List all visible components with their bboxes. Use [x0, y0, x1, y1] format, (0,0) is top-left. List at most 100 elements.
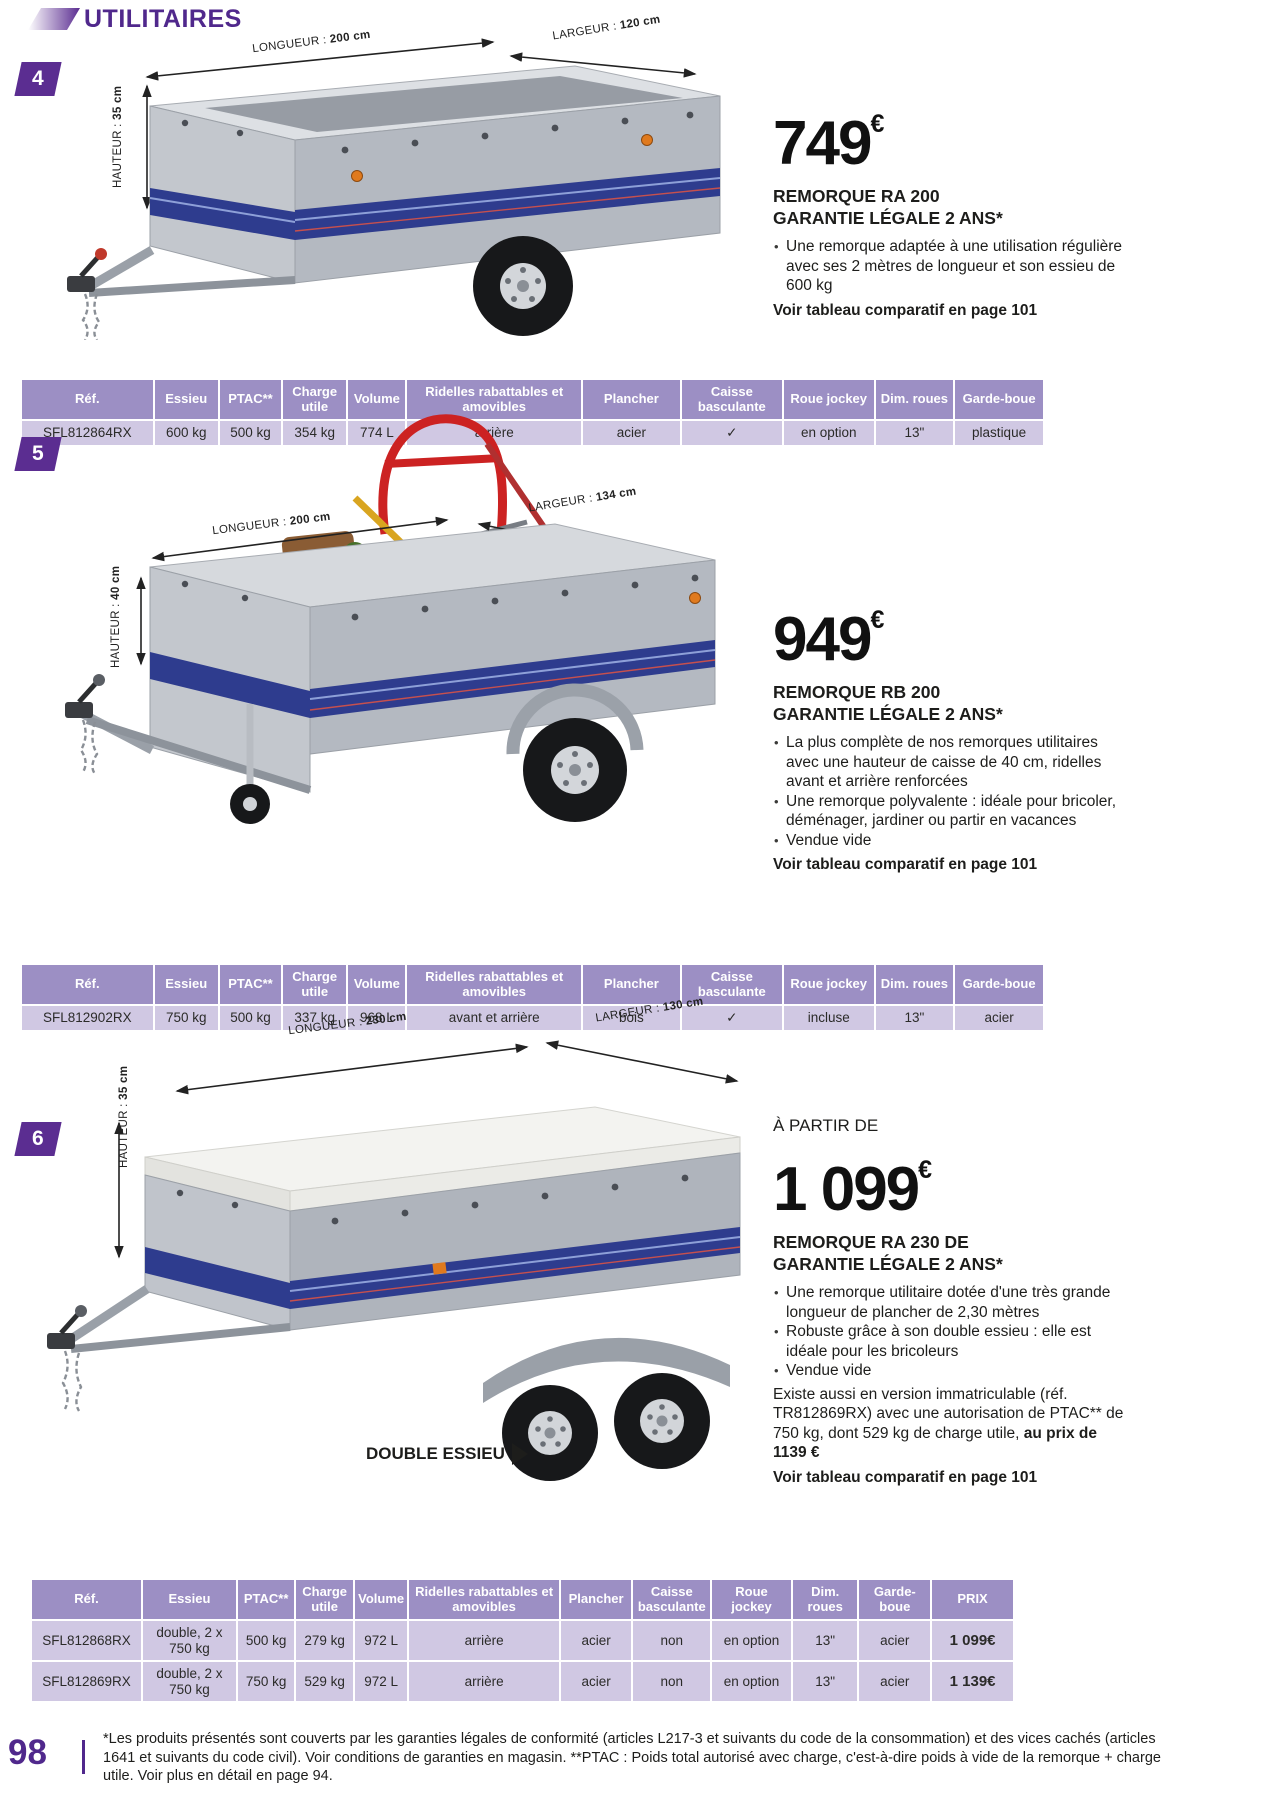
table-cell: 529 kg — [296, 1662, 353, 1701]
table-cell: 13" — [875, 1006, 954, 1030]
table-cell: 968 L — [348, 1006, 406, 1030]
page-title: UTILITAIRES — [84, 5, 242, 33]
table-cell: 500 kg — [219, 1006, 282, 1030]
price-cell: 1 139€ — [932, 1662, 1013, 1701]
column-header: PRIX — [932, 1580, 1013, 1619]
price-value: 749 — [773, 109, 872, 178]
table-cell: arrière — [409, 1662, 559, 1701]
column-header: Caisse basculante — [681, 380, 782, 419]
table-cell: avant et arrière — [407, 1006, 581, 1030]
table-cell: 500 kg — [237, 1621, 295, 1660]
euro-sign: € — [870, 110, 885, 138]
warranty-line: GARANTIE LÉGALE 2 ANS* — [773, 207, 1003, 228]
price-value: 949 — [773, 605, 872, 674]
table-cell: acier — [859, 1621, 931, 1660]
column-header: Charge utile — [296, 1580, 353, 1619]
table-header-row: Réf. Essieu PTAC** Charge utile Volume R… — [22, 380, 1043, 419]
table-cell: bois — [582, 1006, 680, 1030]
table-cell: 500 kg — [219, 421, 282, 445]
table-row: SFL812864RX 600 kg 500 kg 354 kg 774 L a… — [22, 421, 1043, 445]
table-header-row: Réf. Essieu PTAC** Charge utile Volume R… — [32, 1580, 1013, 1619]
bullet: Vendue vide — [773, 1361, 1125, 1381]
price-cell: 1 099€ — [932, 1621, 1013, 1660]
euro-sign: € — [870, 606, 885, 634]
column-header: Charge utile — [283, 380, 347, 419]
bullet-list: Une remorque utilitaire dotée d'une très… — [773, 1283, 1125, 1381]
spec-table: Réf. Essieu PTAC** Charge utile Volume R… — [20, 963, 1045, 1032]
page-number-divider — [82, 1740, 85, 1774]
column-header: Volume — [348, 965, 406, 1004]
column-header: PTAC** — [237, 1580, 295, 1619]
column-header: Volume — [348, 380, 406, 419]
warranty-line: GARANTIE LÉGALE 2 ANS* — [773, 1253, 1003, 1274]
product-name-line: REMORQUE RB 200 — [773, 682, 941, 702]
badge-number: 4 — [32, 67, 44, 90]
dim-label: HAUTEUR : — [112, 119, 124, 188]
table-cell: 354 kg — [283, 421, 347, 445]
column-header: Caisse basculante — [633, 1580, 711, 1619]
table-header-row: Réf. Essieu PTAC** Charge utile Volume R… — [22, 965, 1043, 1004]
product-info-ra200: 749€ REMORQUE RA 200 GARANTIE LÉGALE 2 A… — [773, 92, 1125, 320]
spec-table: Réf. Essieu PTAC** Charge utile Volume R… — [30, 1578, 1015, 1703]
price: 749€ — [773, 92, 1125, 176]
dim-value: 40 cm — [110, 565, 122, 600]
badge-number: 5 — [32, 442, 44, 465]
variant-note: Existe aussi en version immatriculable (… — [773, 1385, 1125, 1463]
table-cell: en option — [712, 1662, 791, 1701]
column-header: Roue jockey — [783, 965, 874, 1004]
column-header: Caisse basculante — [681, 965, 782, 1004]
compare-link: Voir tableau comparatif en page 101 — [773, 301, 1038, 319]
spec-table-rb200: Réf. Essieu PTAC** Charge utile Volume R… — [20, 963, 1045, 1032]
price: 949€ — [773, 588, 1125, 672]
table-cell: 774 L — [348, 421, 406, 445]
table-cell: acier — [955, 1006, 1043, 1030]
product-info-ra230: À PARTIR DE 1 099€ REMORQUE RA 230 DE GA… — [773, 1116, 1125, 1487]
compare-link: Voir tableau comparatif en page 101 — [773, 1468, 1038, 1486]
table-cell: double, 2 x 750 kg — [143, 1621, 236, 1660]
page-number: 98 — [8, 1733, 47, 1772]
legal-footnote: *Les produits présentés sont couverts pa… — [103, 1731, 1161, 1784]
column-header: PTAC** — [219, 380, 282, 419]
variant-note-text: Existe aussi en version immatriculable (… — [773, 1385, 1124, 1442]
dim-label: HAUTEUR : — [110, 599, 122, 668]
trailer-photo-ra200 — [67, 38, 721, 340]
table-cell: 13" — [792, 1621, 858, 1660]
table-cell: 337 kg — [283, 1006, 347, 1030]
title-swoosh-icon — [28, 8, 80, 30]
dim-hauteur: HAUTEUR : 35 cm — [112, 86, 124, 188]
bullet: Une remorque polyvalente : idéale pour b… — [773, 792, 1125, 831]
variant-note-price: au prix de 1139 € — [773, 1424, 1097, 1462]
spec-table-ra230: Réf. Essieu PTAC** Charge utile Volume R… — [30, 1578, 1015, 1703]
table-cell: 972 L — [354, 1621, 408, 1660]
column-header: Essieu — [154, 965, 218, 1004]
column-header: Plancher — [582, 380, 680, 419]
column-header: Plancher — [560, 1580, 632, 1619]
bullet: Robuste grâce à son double essieu : elle… — [773, 1322, 1125, 1361]
column-header: Essieu — [143, 1580, 236, 1619]
column-header: Dim. roues — [875, 380, 954, 419]
table-cell: plastique — [955, 421, 1043, 445]
spec-table-ra200: Réf. Essieu PTAC** Charge utile Volume R… — [20, 378, 1045, 447]
column-header: Garde-boue — [859, 1580, 931, 1619]
bullet-list: Une remorque adaptée à une utilisation r… — [773, 237, 1125, 296]
spec-table: Réf. Essieu PTAC** Charge utile Volume R… — [20, 378, 1045, 447]
product-name-line: REMORQUE RA 200 — [773, 186, 940, 206]
table-cell: 750 kg — [237, 1662, 295, 1701]
table-cell: en option — [783, 421, 874, 445]
bullet: Une remorque adaptée à une utilisation r… — [773, 237, 1125, 296]
column-header: Ridelles rabattables et amovibles — [407, 380, 581, 419]
column-header: Garde-boue — [955, 965, 1043, 1004]
table-cell: 600 kg — [154, 421, 218, 445]
table-cell: 13" — [792, 1662, 858, 1701]
product-name: REMORQUE RA 200 GARANTIE LÉGALE 2 ANS* — [773, 186, 1125, 229]
table-cell: non — [633, 1621, 711, 1660]
bullet: Vendue vide — [773, 831, 1125, 851]
table-cell: non — [633, 1662, 711, 1701]
table-row: SFL812868RX double, 2 x 750 kg 500 kg 27… — [32, 1621, 1013, 1660]
price-prefix: À PARTIR DE — [773, 1116, 879, 1135]
column-header: Roue jockey — [783, 380, 874, 419]
callout-label: DOUBLE ESSIEU — [366, 1444, 505, 1463]
table-row: SFL812902RX 750 kg 500 kg 337 kg 968 L a… — [22, 1006, 1043, 1030]
table-cell: acier — [859, 1662, 931, 1701]
